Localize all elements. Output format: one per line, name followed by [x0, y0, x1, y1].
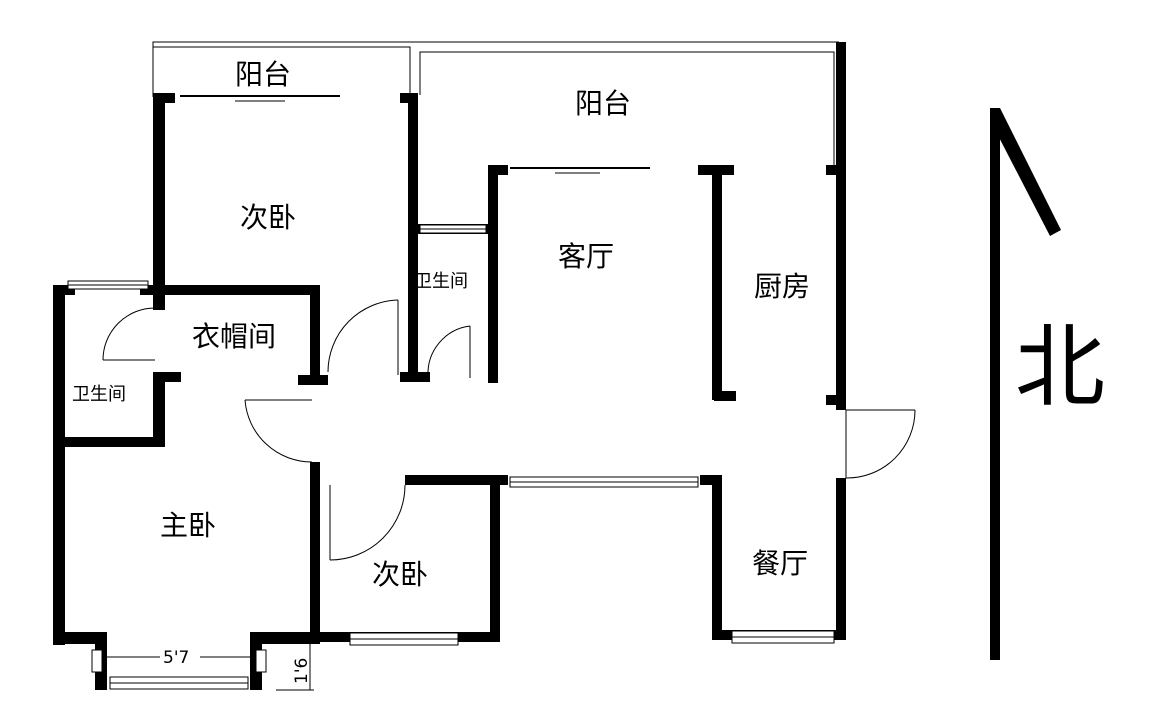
room-label-kitchen: 厨房 [754, 270, 810, 303]
compass-north-label: 北 [1015, 315, 1105, 420]
dimension-bay-width: 5'7 [163, 648, 189, 668]
room-label-bathroom-center: 卫生间 [414, 271, 468, 292]
doors [102, 225, 916, 561]
room-label-balcony-left: 阳台 [235, 58, 291, 91]
room-label-bathroom-left: 卫生间 [72, 384, 126, 405]
room-label-master-bedroom: 主卧 [160, 509, 216, 542]
room-label-cloakroom: 衣帽间 [192, 320, 276, 353]
dimension-lines [107, 644, 314, 691]
room-label-bedroom-lower: 次卧 [372, 558, 428, 591]
room-label-dining-room: 餐厅 [752, 547, 808, 580]
windows [67, 95, 835, 690]
room-label-bedroom-upper: 次卧 [240, 201, 296, 234]
walls [53, 42, 846, 690]
balcony-outline [152, 41, 839, 170]
room-label-living-room: 客厅 [558, 240, 614, 273]
dimension-bay-depth: 1'6 [292, 658, 312, 684]
room-label-balcony-right: 阳台 [575, 87, 631, 120]
north-arrow-icon [990, 108, 1061, 660]
